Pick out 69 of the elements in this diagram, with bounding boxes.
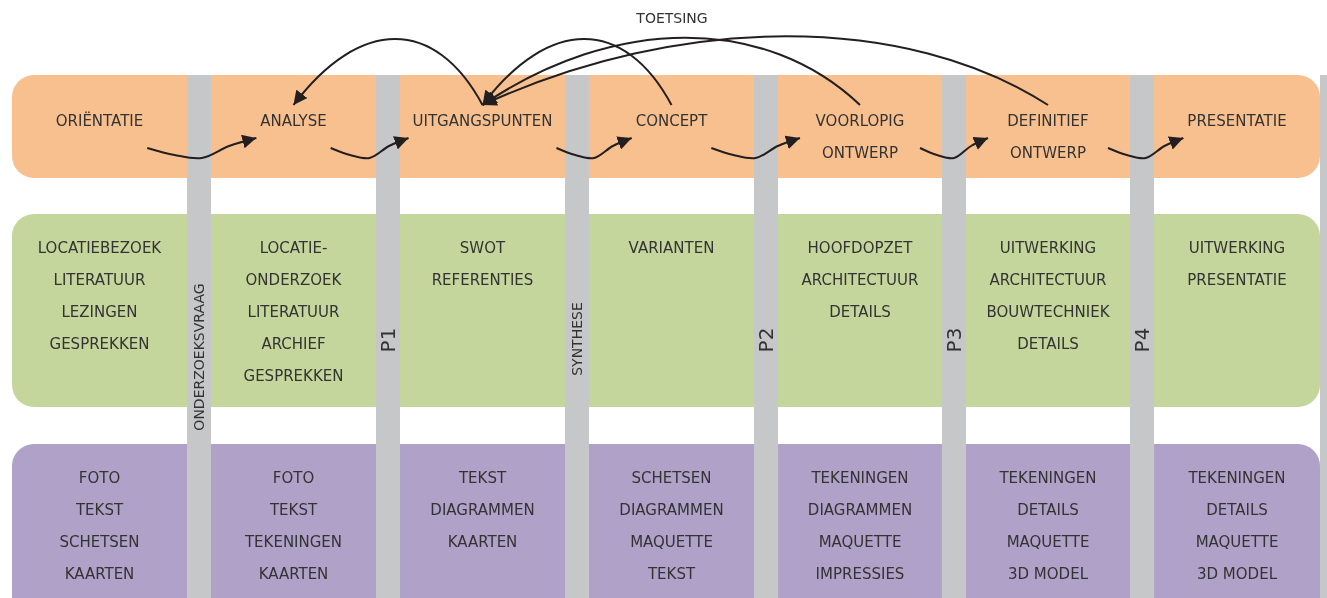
activity-item: SCHETSEN bbox=[630, 468, 713, 489]
activity-item: VARIANTEN bbox=[627, 238, 716, 259]
flow-arrow bbox=[1107, 136, 1185, 160]
milestone-label: P2 bbox=[756, 327, 776, 353]
activity-item: TEKENINGEN bbox=[998, 468, 1098, 489]
activity-item: MAQUETTE bbox=[1194, 532, 1280, 553]
flow-arrow bbox=[710, 135, 801, 160]
activity-item: ARCHIEF bbox=[260, 334, 327, 355]
activity-item: FOTO bbox=[77, 468, 122, 489]
activity-item: ARCHITECTUUR bbox=[988, 270, 1108, 291]
phase-name: PRESENTATIE bbox=[1187, 111, 1287, 132]
activity-item: 3D MODEL bbox=[1007, 564, 1089, 585]
activity-item: TEKENINGEN bbox=[810, 468, 910, 489]
activity-item: LOCATIEBEZOEK bbox=[36, 238, 163, 259]
activity-item: HOOFDOPZET bbox=[806, 238, 914, 259]
activity-item: UITWERKING bbox=[998, 238, 1098, 259]
phase-name: ANALYSE bbox=[260, 111, 327, 132]
activity-item: DIAGRAMMEN bbox=[429, 500, 536, 521]
activity-item: UITWERKING bbox=[1187, 238, 1287, 259]
phase-name: CONCEPT bbox=[635, 111, 708, 132]
activity-item: MAQUETTE bbox=[817, 532, 903, 553]
activity-item: PRESENTATIE bbox=[1186, 270, 1288, 291]
activity-item: GESPREKKEN bbox=[242, 366, 345, 387]
phase-name: ORIËNTATIE bbox=[55, 110, 144, 132]
activity-item: KAARTEN bbox=[446, 532, 519, 553]
activity-item: GESPREKKEN bbox=[48, 334, 151, 355]
activity-item: KAARTEN bbox=[63, 564, 136, 585]
flow-arrow bbox=[146, 134, 258, 160]
activity-item: TEKST bbox=[457, 468, 508, 489]
activity-item: TEKST bbox=[268, 500, 319, 521]
activity-item: MAQUETTE bbox=[629, 532, 714, 553]
flow-arrow bbox=[329, 136, 410, 160]
activity-item: TEKENINGEN bbox=[1187, 468, 1287, 489]
activity-item: KAARTEN bbox=[257, 564, 330, 585]
activity-item: LITERATUUR bbox=[246, 302, 341, 323]
activity-item: TEKST bbox=[74, 500, 125, 521]
phase-name: DEFINITIEF ONTWERP bbox=[1006, 111, 1090, 164]
activity-item: DETAILS bbox=[1205, 500, 1269, 521]
activity-item: DETAILS bbox=[1016, 500, 1080, 521]
activity-item: DIAGRAMMEN bbox=[618, 500, 725, 521]
activity-item: TEKENINGEN bbox=[243, 532, 344, 553]
flow-arrow bbox=[481, 36, 861, 106]
phase-name: VOORLOPIG ONTWERP bbox=[814, 111, 906, 164]
activity-item: SCHETSEN bbox=[58, 532, 141, 553]
activity-item: IMPRESSIES bbox=[814, 564, 906, 585]
activity-item: DETAILS bbox=[1016, 334, 1080, 355]
flow-arrow bbox=[481, 35, 1049, 107]
activity-item: DETAILS bbox=[828, 302, 892, 323]
milestone-label: ONDERZOEKSVRAAG bbox=[192, 283, 206, 431]
flow-arrow bbox=[292, 38, 484, 106]
flow-arrow bbox=[919, 136, 989, 160]
activity-item: DIAGRAMMEN bbox=[806, 500, 914, 521]
activity-item: 3D MODEL bbox=[1196, 564, 1278, 585]
activity-item: ARCHITECTUUR bbox=[800, 270, 920, 291]
activity-item: MAQUETTE bbox=[1005, 532, 1091, 553]
activity-item: LITERATUUR bbox=[52, 270, 147, 291]
activity-item: FOTO bbox=[271, 468, 316, 489]
activity-item: LOCATIE- ONDERZOEK bbox=[244, 238, 343, 291]
activity-item: REFERENTIES bbox=[430, 270, 535, 291]
flow-arrow bbox=[481, 38, 673, 106]
activity-item: TEKST bbox=[646, 564, 697, 585]
milestone-label: P1 bbox=[378, 327, 398, 353]
milestone-label: P3 bbox=[944, 327, 964, 353]
group-label: TOETSING bbox=[636, 10, 708, 26]
activity-item: SWOT bbox=[458, 238, 507, 259]
activity-item: BOUWTECHNIEK bbox=[985, 302, 1111, 323]
milestone-label: P4 bbox=[1132, 327, 1152, 353]
phase-name: UITGANGSPUNTEN bbox=[412, 111, 553, 132]
activity-item: LEZINGEN bbox=[60, 302, 139, 323]
